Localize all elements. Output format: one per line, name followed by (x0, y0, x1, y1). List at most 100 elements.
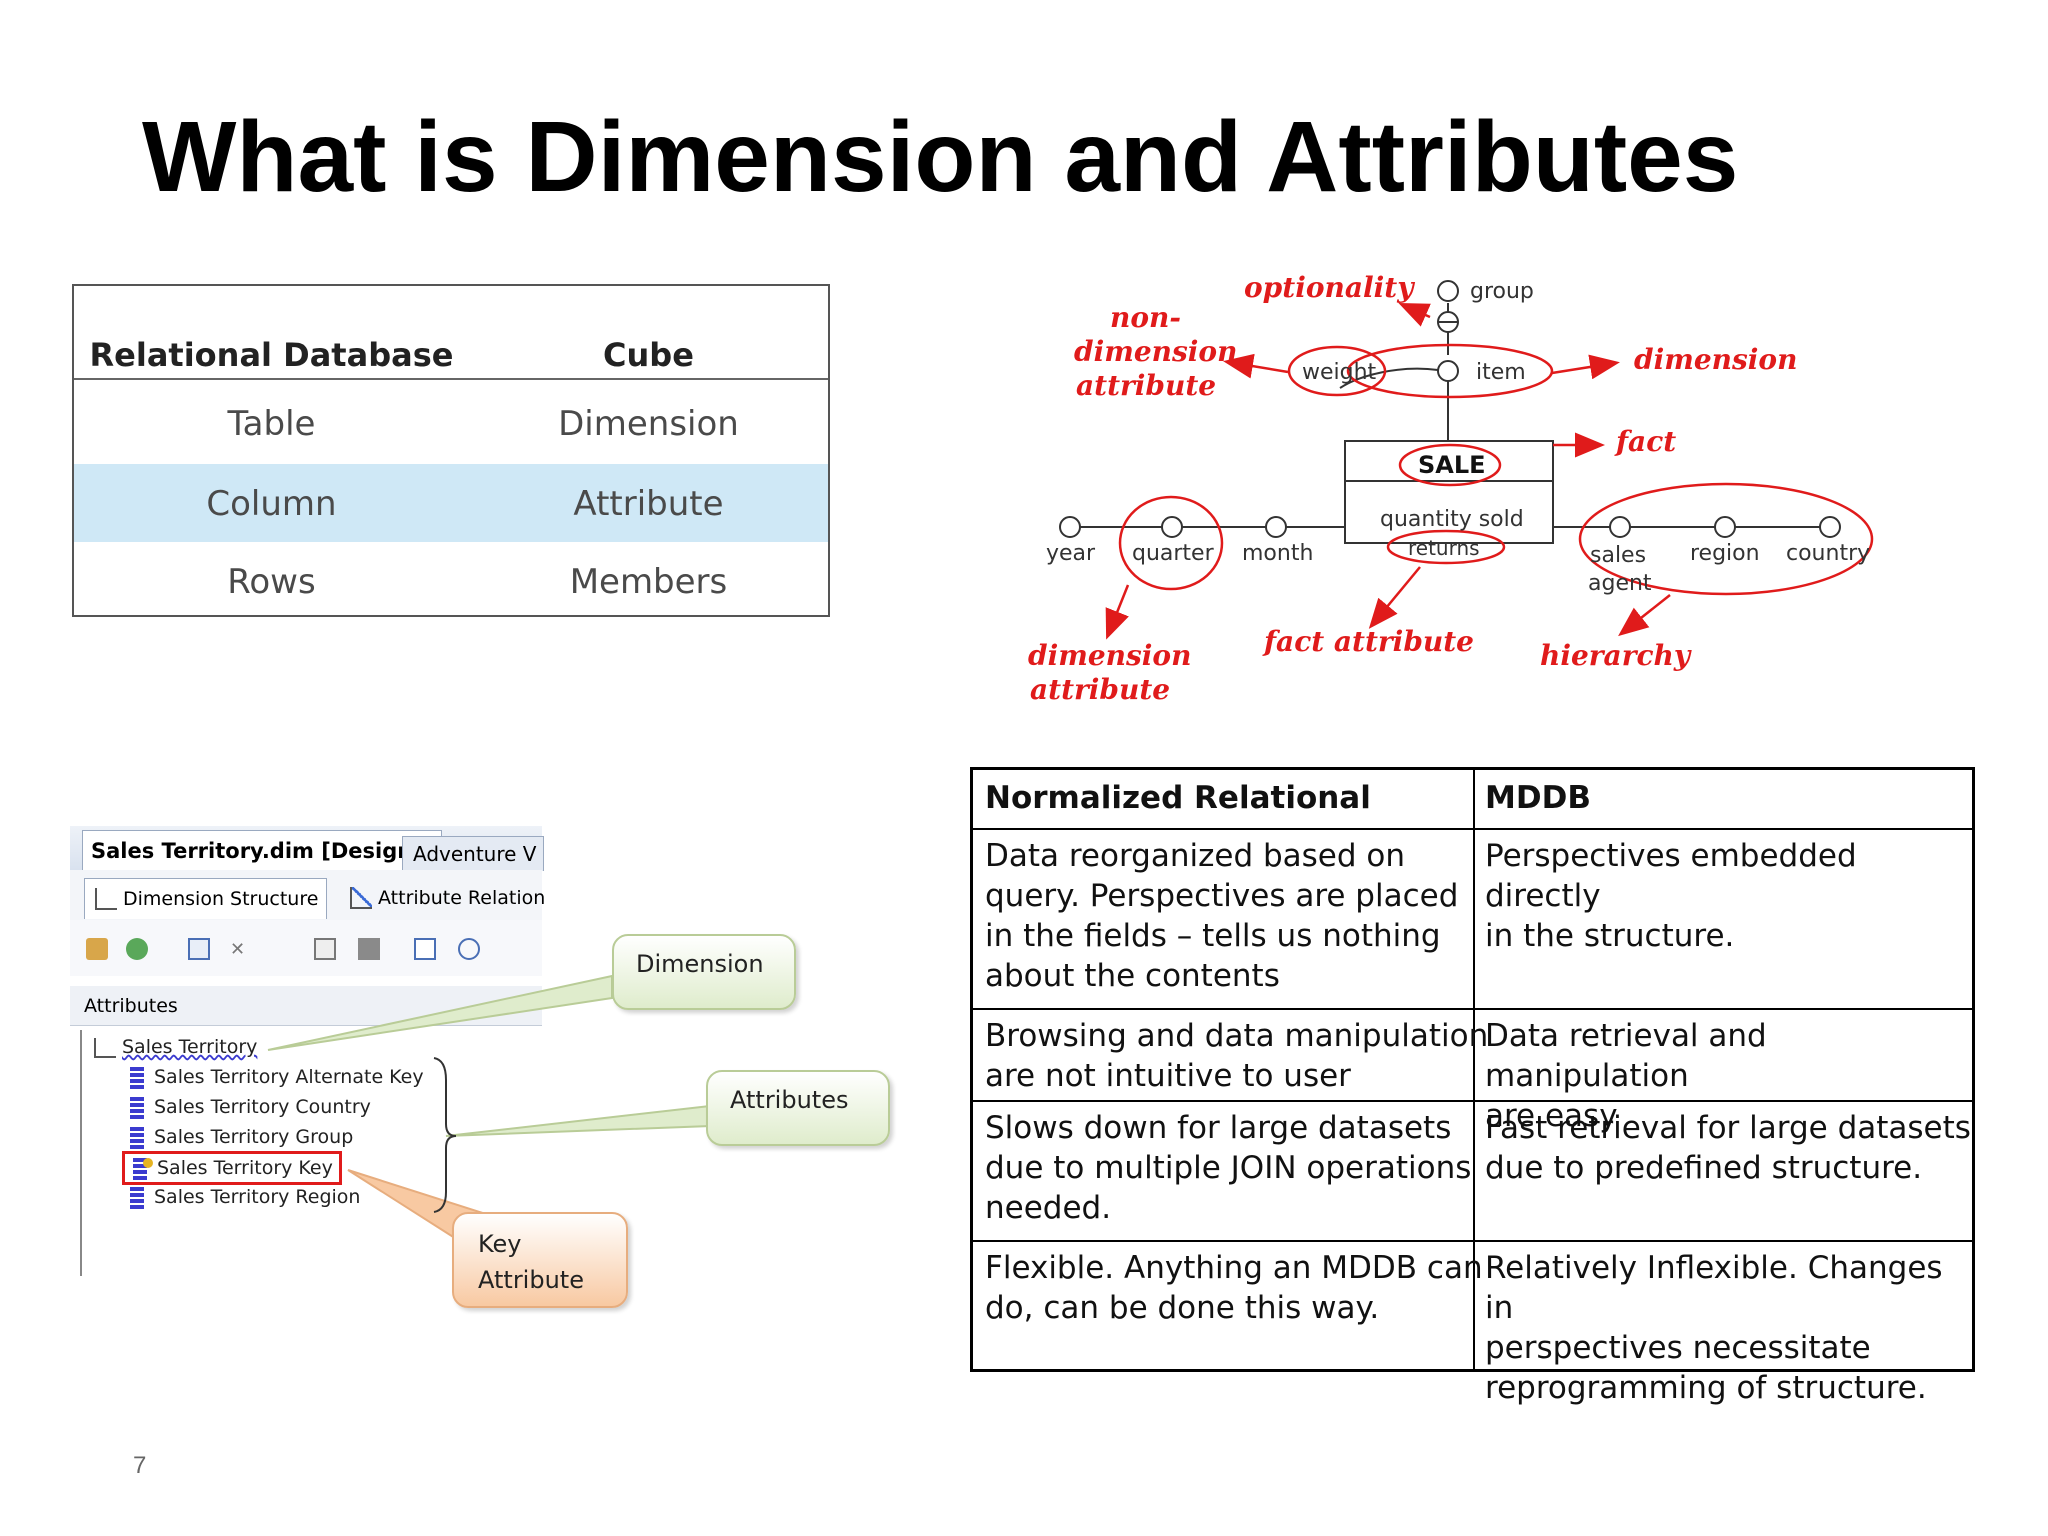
quarter-ellipse (1118, 495, 1224, 591)
close-icon[interactable]: ✕ (230, 939, 246, 959)
document-tab-strip: Sales Territory.dim [Design]* Adventure … (70, 826, 544, 871)
table-column-divider (1473, 770, 1475, 1369)
item-ellipse (1346, 343, 1554, 399)
mapping-cell: Rows (227, 562, 316, 602)
attribute-icon (130, 1127, 144, 1149)
hierarchy-label: hierarchy (1540, 639, 1692, 672)
attribute-icon (130, 1067, 144, 1089)
sales-agent-label-line2: agent (1588, 571, 1652, 596)
dimension-attribute-label-line1: dimension (1028, 639, 1191, 672)
cell-line: reprogramming of structure. (1485, 1370, 1927, 1406)
mapping-cell: Members (569, 562, 728, 602)
tab-dimension-structure[interactable]: Dimension Structure (84, 878, 328, 919)
cell-line: do, can be done this way. (985, 1290, 1380, 1326)
table-row-divider (973, 1240, 1972, 1242)
attributes-brace (433, 1057, 457, 1213)
attribute-nodes (1059, 280, 1841, 538)
grid-view-icon[interactable] (314, 938, 336, 960)
zoom-fit-icon[interactable] (414, 938, 436, 960)
relational-vs-mddb-table: Normalized Relational MDDB Data reorgani… (970, 767, 1975, 1406)
attribute-name: Sales Territory Group (154, 1126, 354, 1148)
sale-ellipse (1398, 443, 1502, 487)
quarter-node (1161, 516, 1183, 538)
returns-label: returns (1408, 536, 1480, 560)
hierarchy-ellipse (1578, 482, 1874, 596)
group-node (1437, 280, 1459, 302)
fact-attribute-label: fact attribute (1262, 625, 1474, 658)
mapping-table-row: Column Attribute (74, 484, 828, 524)
ssas-dimension-designer: Sales Territory.dim [Design]* Adventure … (70, 826, 545, 1276)
tree-attribute-item[interactable]: Sales Territory Alternate Key (128, 1066, 424, 1089)
cell-line: due to multiple JOIN operations (985, 1150, 1472, 1186)
sale-fact-box (1344, 440, 1554, 544)
table-row-divider (973, 1100, 1972, 1102)
tab-attribute-relationships[interactable]: Attribute Relation (342, 878, 545, 918)
mapping-cell: Attribute (573, 484, 724, 524)
mapping-table-header-row: Relational Database Cube (74, 336, 828, 374)
relational-cell: Slows down for large datasets due to mul… (985, 1108, 1471, 1228)
tab-sales-territory-design[interactable]: Sales Territory.dim [Design]* (82, 830, 442, 871)
tree-attribute-item[interactable]: Sales Territory Region (128, 1186, 361, 1209)
dimension-callout-text: Dimension (636, 950, 764, 978)
cell-line: query. Perspectives are placed (985, 878, 1459, 914)
cell-line: Data reorganized based on (985, 838, 1406, 874)
optionality-label: optionality (1244, 271, 1415, 304)
cell-line: needed. (985, 1190, 1112, 1226)
quantity-sold-label: quantity sold (1380, 507, 1524, 532)
table-row-divider (973, 1008, 1972, 1010)
mddb-cell: Data retrieval and manipulation are easy (1485, 1016, 1972, 1136)
header-mddb: MDDB (1485, 780, 1591, 816)
show-table-icon[interactable] (188, 938, 210, 960)
diagram-structure (1070, 303, 1830, 544)
tree-key-attribute-item[interactable]: Sales Territory Key (122, 1151, 342, 1185)
attribute-name: Sales Territory Country (154, 1096, 371, 1118)
process-icon[interactable] (86, 938, 108, 960)
zoom-icon[interactable] (458, 938, 480, 960)
annotation-arrows (1105, 302, 1671, 640)
mapping-cell: Dimension (558, 404, 739, 444)
cell-line: in the fields – tells us nothing (985, 918, 1441, 954)
attribute-name: Sales Territory Region (154, 1186, 361, 1208)
highlight-ellipses (1118, 343, 1874, 596)
dimension-callout-pointer (267, 974, 613, 1051)
key-callout-text-line2: Attribute (478, 1266, 584, 1294)
quarter-label: quarter (1132, 541, 1215, 566)
non-dimension-label-line2: dimension (1074, 335, 1237, 368)
mddb-cell: Perspectives embedded directly in the st… (1485, 836, 1972, 956)
tree-attribute-item[interactable]: Sales Territory Country (128, 1096, 371, 1119)
refresh-icon[interactable] (126, 938, 148, 960)
tab-adventure-works[interactable]: Adventure V (402, 836, 544, 871)
month-label: month (1242, 541, 1313, 566)
region-node (1714, 516, 1736, 538)
attributes-callout-pointer (445, 1104, 711, 1137)
non-dimension-label-line3: attribute (1076, 369, 1216, 402)
region-label: region (1690, 541, 1760, 566)
key-attribute-callout: Key Attribute (452, 1212, 628, 1308)
mapping-cell: Column (206, 484, 337, 524)
tree-attribute-item[interactable]: Sales Territory Group (128, 1126, 354, 1149)
sales-agent-node (1609, 516, 1631, 538)
attribute-name: Sales Territory Key (157, 1157, 333, 1179)
dimension-structure-label: Dimension Structure (123, 888, 319, 910)
mapping-table-row: Table Dimension (74, 404, 828, 444)
country-node (1819, 516, 1841, 538)
table-row-divider (973, 828, 1972, 830)
cell-line: Flexible. Anything an MDDB can (985, 1250, 1483, 1286)
cell-line: perspectives necessitate (1485, 1330, 1871, 1366)
year-label: year (1046, 541, 1096, 566)
cell-line: in the structure. (1485, 918, 1735, 954)
table-icon[interactable] (358, 938, 380, 960)
weight-ellipse (1287, 345, 1387, 397)
cell-line: Perspectives embedded directly (1485, 838, 1857, 914)
non-dimension-label-line1: non- (1110, 301, 1181, 334)
attribute-icon (130, 1097, 144, 1119)
header-normalized-relational: Normalized Relational (985, 780, 1371, 816)
dimension-callout: Dimension (612, 934, 796, 1010)
attributes-callout: Attributes (706, 1070, 890, 1146)
attribute-relationships-label: Attribute Relation (378, 887, 546, 909)
mapping-header-divider (74, 378, 828, 380)
tree-dimension-node[interactable]: Sales Territory (92, 1036, 257, 1058)
slide-title: What is Dimension and Attributes (142, 101, 1739, 213)
cell-line: are easy (1485, 1098, 1618, 1134)
